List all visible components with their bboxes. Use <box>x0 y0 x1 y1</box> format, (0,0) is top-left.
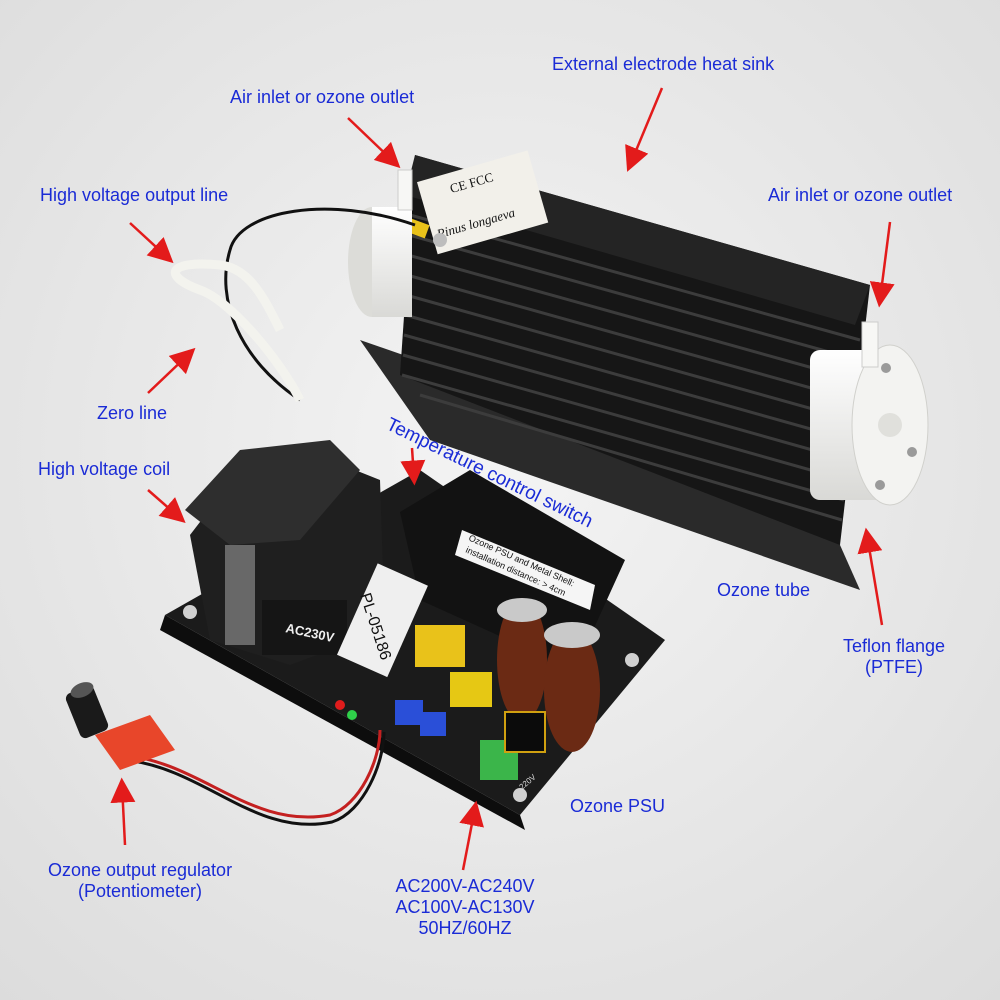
label-air-inlet-left: Air inlet or ozone outlet <box>230 87 415 107</box>
arrow-teflon-flange <box>857 527 884 626</box>
label-regulator-line-1: Ozone output regulator <box>47 860 233 880</box>
potentiometer <box>65 682 386 826</box>
zero-line-cable <box>224 207 416 402</box>
label-regulator: Ozone output regulator (Potentiometer) <box>30 860 250 902</box>
label-teflon-flange-line-1: Teflon flange <box>842 636 946 656</box>
heat-sink-sticker <box>417 150 549 255</box>
hv-output-cable <box>171 259 305 403</box>
teflon-flange-left <box>348 169 413 317</box>
label-teflon-flange: Teflon flange (PTFE) <box>834 636 954 678</box>
callout-arrows <box>110 87 895 871</box>
arrow-voltage <box>459 800 484 871</box>
psu-sticker <box>455 530 595 610</box>
heat-sink-screw <box>433 233 447 247</box>
label-voltage: AC200V-AC240V AC100V-AC130V 50HZ/60HZ <box>370 876 560 939</box>
arrow-air-inlet-left <box>347 117 401 169</box>
label-voltage-line-2: AC100V-AC130V <box>395 897 535 917</box>
label-heat-sink: External electrode heat sink <box>552 54 775 74</box>
arrow-zero-line <box>147 347 196 394</box>
label-voltage-line-3: 50HZ/60HZ <box>418 918 512 938</box>
heat-sink: CE FCC Pinus longaeva <box>360 150 870 590</box>
arrow-regulator <box>110 777 136 846</box>
label-teflon-flange-line-2: (PTFE) <box>865 657 923 677</box>
label-hv-output-line: High voltage output line <box>40 185 229 205</box>
label-zero-line: Zero line <box>97 403 168 423</box>
label-air-inlet-right: Air inlet or ozone outlet <box>768 185 953 205</box>
arrow-hv-output <box>129 222 174 264</box>
label-regulator-line-2: (Potentiometer) <box>77 881 203 901</box>
label-voltage-line-1: AC200V-AC240V <box>395 876 535 896</box>
arrow-heat-sink <box>625 87 664 172</box>
label-ozone-tube: Ozone tube <box>717 580 811 600</box>
arrow-air-inlet-right <box>869 221 895 308</box>
psu-board: Ozone PSU and Metal Shell: installation … <box>160 440 665 830</box>
arrow-hv-coil <box>147 489 186 523</box>
arrow-temp-switch <box>400 447 426 486</box>
teflon-flange-right <box>810 321 929 506</box>
label-ozone-psu: Ozone PSU <box>570 796 666 816</box>
label-hv-coil: High voltage coil <box>38 459 171 479</box>
